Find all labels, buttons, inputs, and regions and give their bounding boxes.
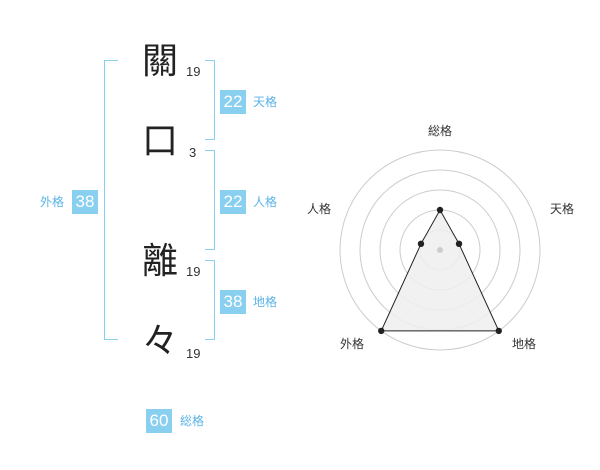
radar-label-chikaku: 地格 xyxy=(512,337,537,351)
jinkaku-badge: 22 xyxy=(220,190,246,214)
radar-center xyxy=(437,247,443,253)
stroke-count-4: 19 xyxy=(186,346,201,361)
name-char-3: 離 xyxy=(141,241,178,282)
stroke-count-3: 19 xyxy=(186,264,201,279)
gaikaku-bracket xyxy=(104,60,118,340)
gaikaku-label: 外格 xyxy=(40,195,65,209)
jinkaku-label: 人格 xyxy=(253,195,278,209)
radar-point xyxy=(495,327,502,335)
name-char-1: 關 xyxy=(141,41,178,82)
jinkaku-bracket xyxy=(205,150,215,250)
radar-label-soukaku: 総格 xyxy=(428,124,453,138)
stroke-count-1: 19 xyxy=(186,64,201,79)
name-char-2: 口 xyxy=(141,121,178,162)
tenkaku-label: 天格 xyxy=(253,95,278,109)
gaikaku-badge: 38 xyxy=(72,190,98,214)
radar-point xyxy=(417,240,425,248)
tenkaku-bracket xyxy=(205,60,215,140)
radar-point xyxy=(378,327,385,335)
chikaku-bracket xyxy=(205,260,215,340)
radar-label-tenkaku: 天格 xyxy=(550,202,575,216)
stroke-count-2: 3 xyxy=(189,145,197,160)
tenkaku-badge: 22 xyxy=(220,90,246,114)
radar-ring xyxy=(339,149,541,351)
radar-label-jinkaku: 人格 xyxy=(307,202,332,216)
chikaku-badge: 38 xyxy=(220,290,246,314)
chikaku-label: 地格 xyxy=(253,295,278,309)
radar-label-gaikaku: 外格 xyxy=(340,337,365,351)
radar-polygon xyxy=(380,208,500,332)
soukaku-badge: 60 xyxy=(146,409,172,433)
soukaku-label: 総格 xyxy=(180,414,205,428)
radar-point xyxy=(455,240,463,248)
name-char-4: 々 xyxy=(141,321,178,362)
radar-point xyxy=(436,206,444,214)
